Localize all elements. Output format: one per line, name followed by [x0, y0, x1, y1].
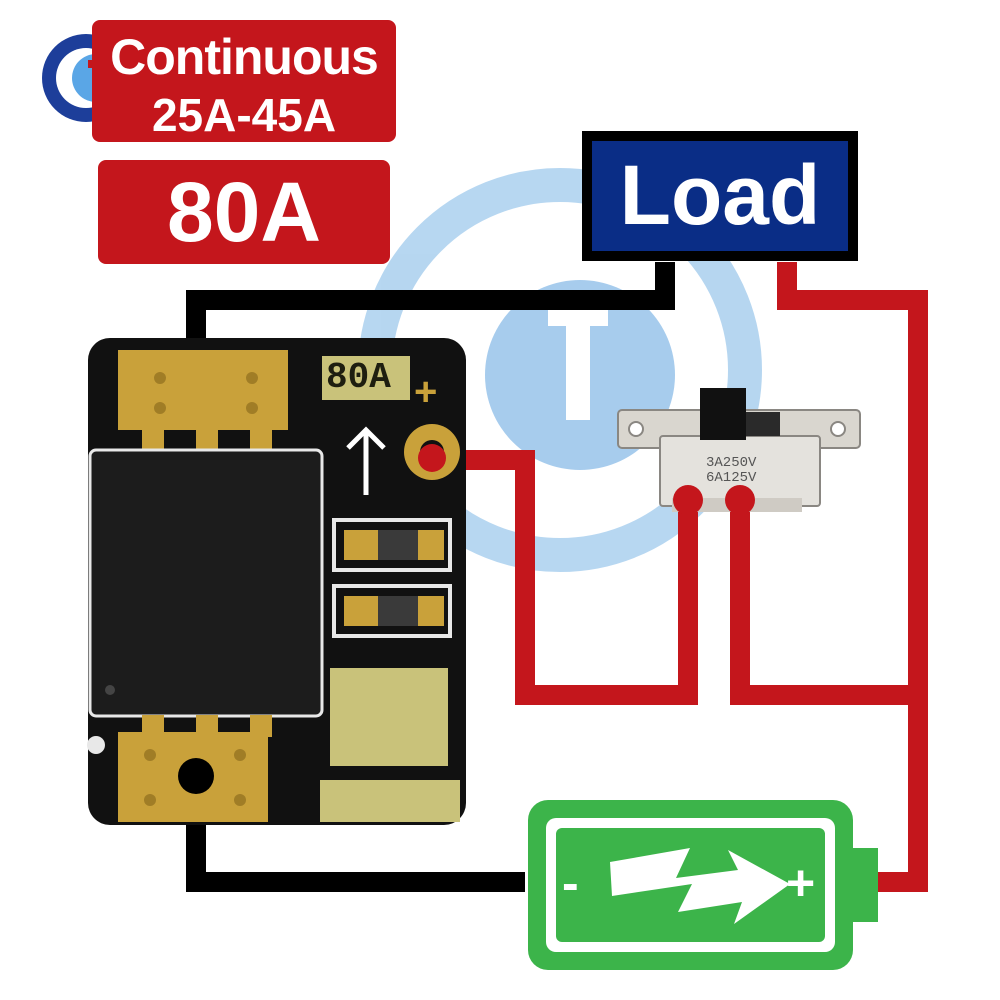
switch-rating-line1: 3A250V	[706, 455, 757, 471]
switch-rating-line2: 6A125V	[706, 470, 757, 486]
switch-terminal-right	[725, 485, 755, 515]
peak-rating-label: 80A	[98, 160, 390, 264]
switch-rating: 3A250V 6A125V	[706, 456, 756, 486]
pcb-marking: 80A	[326, 357, 391, 398]
continuous-title: Continuous	[110, 29, 379, 85]
red-wires	[432, 262, 928, 892]
pcb-plus-mark: +	[414, 370, 438, 414]
continuous-rating-label: Continuous 25A-45A	[92, 20, 396, 142]
red-terminal-dot	[418, 444, 446, 472]
battery-plus: +	[786, 855, 816, 911]
up-arrow-icon	[346, 426, 386, 495]
battery-minus: -	[562, 855, 579, 911]
black-terminal-dot	[178, 758, 214, 794]
battery-icon	[528, 800, 878, 970]
load-box: Load	[582, 131, 858, 261]
continuous-range: 25A-45A	[151, 89, 337, 141]
pcb-board	[87, 338, 466, 825]
load-label: Load	[592, 141, 848, 251]
charging-bolt-icon	[610, 848, 790, 924]
switch-terminal-left	[673, 485, 703, 515]
